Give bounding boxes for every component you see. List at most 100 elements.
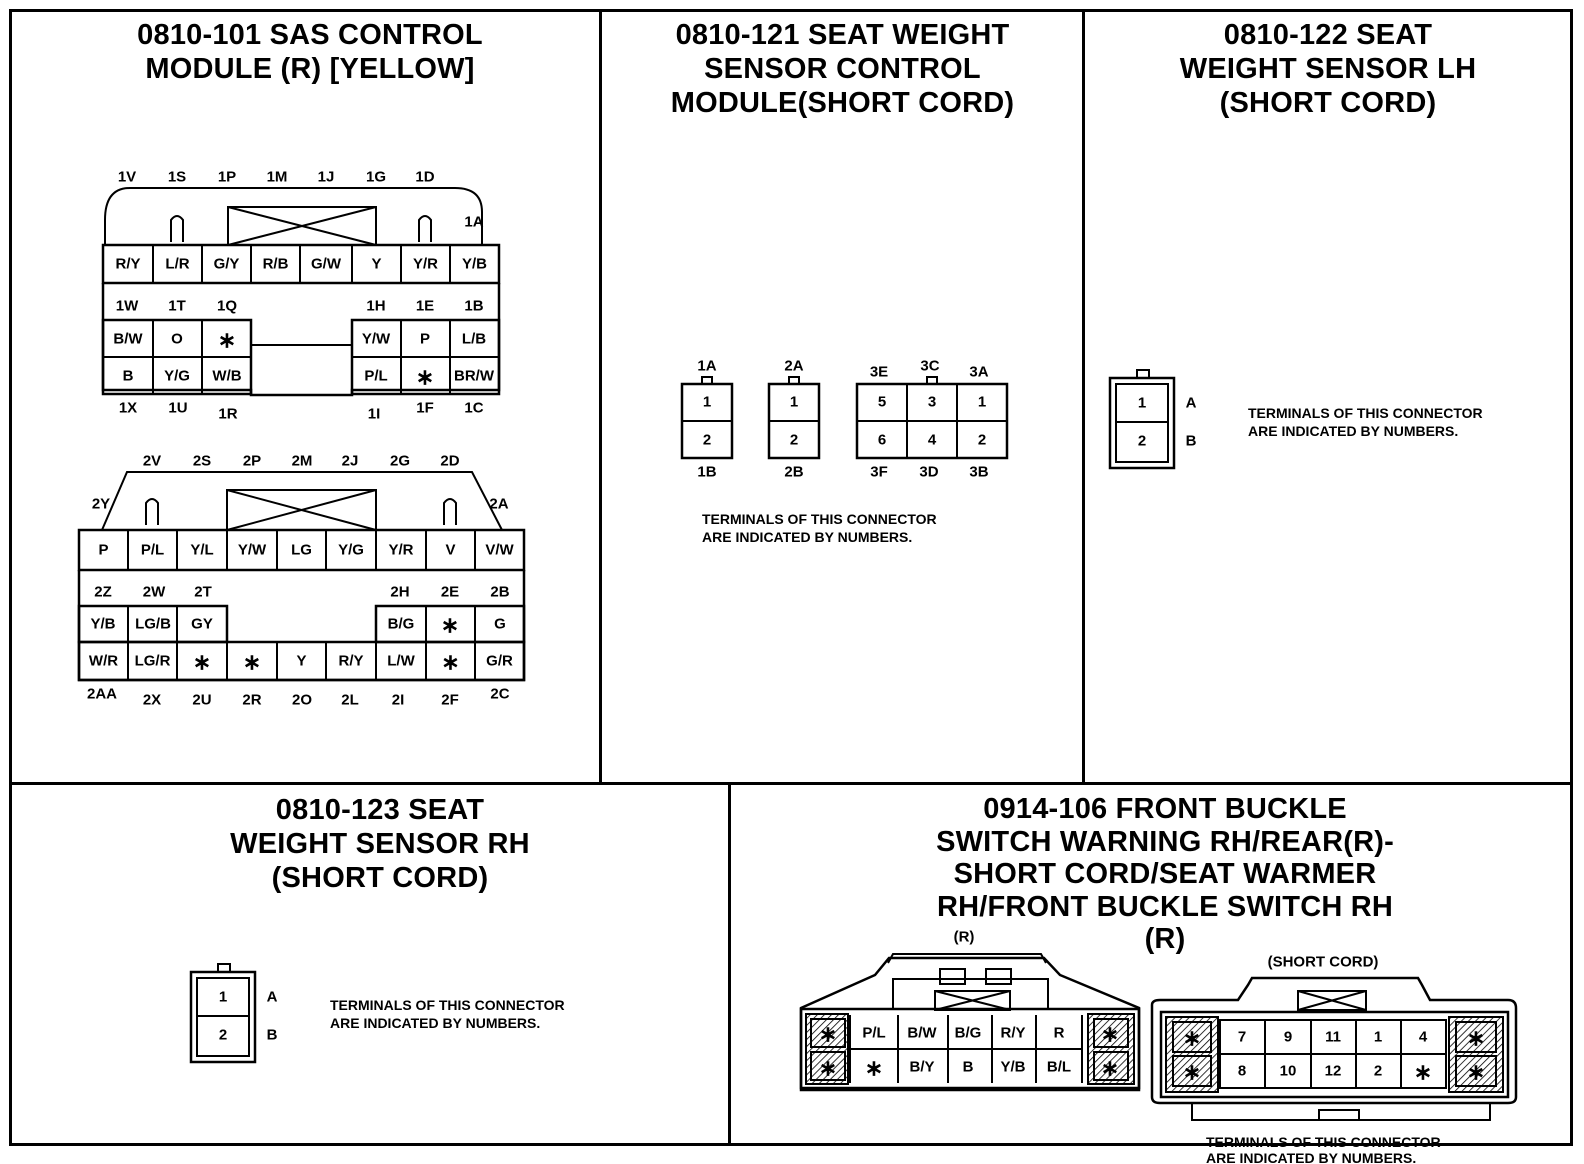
pin-label: 2T xyxy=(194,584,212,601)
latch-nub xyxy=(788,376,800,385)
terminal-number: 4 xyxy=(1419,1029,1428,1046)
pin-label: 1S xyxy=(168,169,186,186)
cavity-label: G xyxy=(494,616,506,633)
cavity-label: Y/G xyxy=(338,542,364,559)
terminal-number: 11 xyxy=(1325,1029,1341,1046)
cavity-label: Y/B xyxy=(90,616,115,633)
pin-label: 2AA xyxy=(87,686,117,703)
cavity-label: B/Y xyxy=(909,1059,934,1076)
terminal-note: ARE INDICATED BY NUMBERS. xyxy=(1206,1150,1416,1164)
pin-label: 2W xyxy=(143,584,166,601)
cavity-label: V/W xyxy=(485,542,514,559)
latch-nub xyxy=(701,376,713,385)
terminal-number: ∗ xyxy=(1467,1026,1485,1051)
cavity-label: Y/B xyxy=(1000,1059,1025,1076)
pin-label: A xyxy=(1186,395,1197,412)
latch-tab xyxy=(145,498,159,525)
pin-label: 3C xyxy=(920,358,939,375)
terminal-number: 1 xyxy=(790,394,798,411)
end-cavity xyxy=(810,1051,846,1081)
cavity-label: V xyxy=(445,542,455,559)
latch-nub xyxy=(926,376,938,385)
terminal-number: 9 xyxy=(1284,1029,1292,1046)
sheet-border xyxy=(9,9,1573,1146)
connector-body xyxy=(101,283,501,397)
terminal-note: TERMINALS OF THIS CONNECTOR xyxy=(702,511,937,527)
pin-label: 2V xyxy=(143,453,161,470)
cavity-label: P/L xyxy=(862,1025,885,1042)
pin-label: 2A xyxy=(489,496,508,513)
connector-hood-lip xyxy=(887,953,1047,964)
end-cavity xyxy=(1455,1055,1497,1087)
cavity-label: W/R xyxy=(89,653,118,670)
pin-label: 2G xyxy=(390,453,410,470)
keyway-box xyxy=(1297,990,1367,1011)
pin-label: 2D xyxy=(440,453,459,470)
pin-label: 3F xyxy=(870,464,888,481)
connector-row-frame xyxy=(77,528,526,572)
terminal-number: 8 xyxy=(1238,1063,1246,1080)
cavity-label: ∗ xyxy=(243,650,261,675)
cavity-label: GY xyxy=(191,616,213,633)
terminal-number: 1 xyxy=(1138,395,1146,412)
pin-label: 2M xyxy=(292,453,313,470)
pin-label: 3D xyxy=(919,464,938,481)
cavity-frame xyxy=(799,1007,1141,1090)
pin-label: 3A xyxy=(969,364,988,381)
terminal-number: ∗ xyxy=(1467,1060,1485,1085)
gap xyxy=(250,320,353,346)
pin-label: 2J xyxy=(342,453,359,470)
panel-title-seat-weight-rh: 0810-123 SEAT WEIGHT SENSOR RH (SHORT CO… xyxy=(230,794,530,894)
divider-v2 xyxy=(1082,9,1085,785)
cavity-label: P xyxy=(420,331,430,348)
pin-label: 2I xyxy=(392,692,405,709)
pin-label: A xyxy=(267,989,278,1006)
pin-label: 1P xyxy=(218,169,236,186)
terminal-note: ARE INDICATED BY NUMBERS. xyxy=(1248,423,1458,439)
pin-label: 2L xyxy=(341,692,359,709)
pin-label: 2A xyxy=(784,358,803,375)
divider-h xyxy=(9,782,1573,785)
terminal-number: 6 xyxy=(878,432,886,449)
pin-label: 2R xyxy=(242,692,261,709)
pin-label: 2B xyxy=(784,464,803,481)
hatched-end xyxy=(1165,1016,1219,1093)
cavity-label: L/R xyxy=(165,256,189,273)
pin-label: 3B xyxy=(969,464,988,481)
cavity-frame xyxy=(1159,1010,1510,1099)
cavity-label: O xyxy=(171,331,183,348)
terminal-number: 2 xyxy=(219,1027,227,1044)
latch-tab xyxy=(443,498,457,525)
pin-label: 2X xyxy=(143,692,161,709)
terminal-number: 2 xyxy=(703,432,711,449)
cavity-label: Y xyxy=(371,256,381,273)
cavity-label: ∗ xyxy=(819,1022,837,1047)
terminal-number: 10 xyxy=(1280,1063,1297,1080)
cavity-label: ∗ xyxy=(1101,1022,1119,1047)
pin-label: 2Y xyxy=(92,496,110,513)
cavity-label: B/G xyxy=(955,1025,982,1042)
terminal-note: TERMINALS OF THIS CONNECTOR xyxy=(1248,405,1483,421)
pin-label: 2P xyxy=(243,453,261,470)
cavity-label: ∗ xyxy=(193,650,211,675)
pin-label: 1R xyxy=(218,406,237,423)
terminal-note: TERMINALS OF THIS CONNECTOR xyxy=(330,997,565,1013)
cavity-label: R xyxy=(1054,1025,1065,1042)
pin-label: 1A xyxy=(464,214,483,231)
terminal-number: 5 xyxy=(878,394,886,411)
end-cavity xyxy=(810,1018,846,1048)
terminal-number: 1 xyxy=(703,394,711,411)
pin-label: 2F xyxy=(441,692,459,709)
connector-caption: (R) xyxy=(954,929,975,946)
pin-label: 2C xyxy=(490,686,509,703)
pin-label: 1T xyxy=(168,298,186,315)
cavity-label: Y/B xyxy=(462,256,487,273)
pin-label: B xyxy=(1186,433,1197,450)
pin-label: 2O xyxy=(292,692,312,709)
cavity-label: ∗ xyxy=(416,365,434,390)
end-cavity xyxy=(1093,1051,1129,1081)
terminal-number: ∗ xyxy=(1183,1026,1201,1051)
cavity-label: P/L xyxy=(364,368,387,385)
divider-v1 xyxy=(599,9,602,785)
